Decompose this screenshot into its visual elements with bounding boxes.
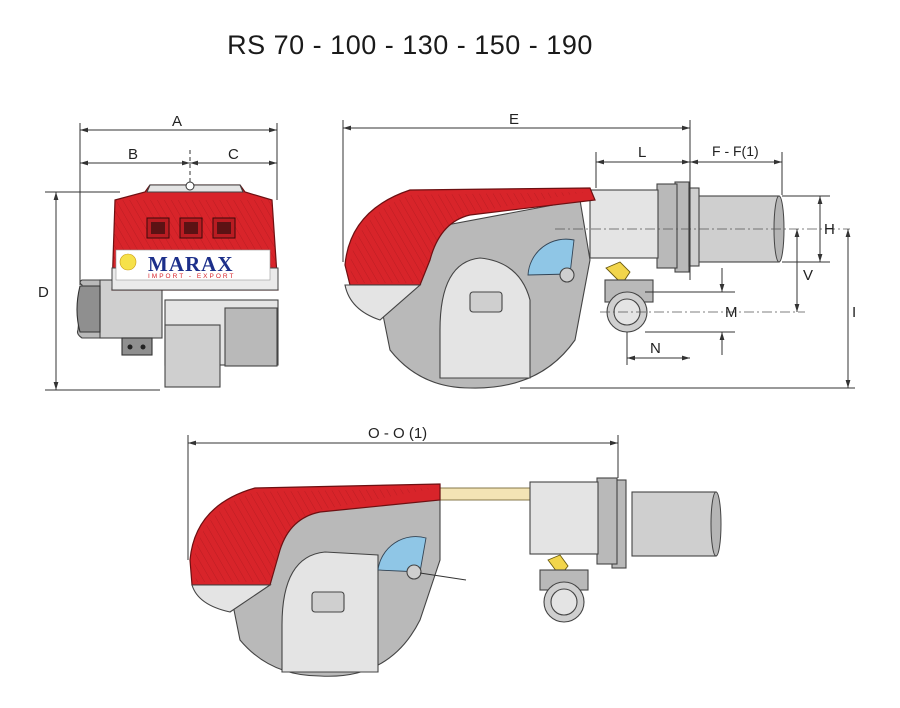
dim-l: L — [638, 144, 646, 161]
dim-h: H — [824, 221, 835, 238]
marax-logo: MARAX IMPORT - EXPORT — [115, 249, 271, 281]
dim-b: B — [128, 146, 138, 163]
side-view — [344, 181, 850, 389]
side-dimensions: E L F - F(1) H V I M N — [342, 111, 856, 389]
dim-i: I — [852, 304, 856, 321]
dim-n: N — [650, 340, 661, 357]
dim-o: O - O (1) — [368, 425, 427, 442]
dim-c: C — [228, 146, 239, 163]
dim-e: E — [509, 111, 519, 128]
logo-brand: MARAX — [148, 252, 233, 276]
page-title: RS 70 - 100 - 130 - 150 - 190 — [227, 30, 593, 60]
dim-a: A — [172, 113, 182, 130]
extended-dimensions: O - O (1) — [187, 425, 619, 560]
dim-f: F - F(1) — [712, 143, 759, 159]
front-dimensions: A B C D — [38, 113, 278, 391]
dim-v: V — [803, 267, 813, 284]
dim-m: M — [725, 304, 738, 321]
dim-d: D — [38, 284, 49, 301]
front-windows — [146, 217, 236, 239]
logo-tagline: IMPORT - EXPORT — [148, 273, 235, 280]
front-view — [76, 181, 279, 388]
extended-view — [189, 477, 722, 677]
